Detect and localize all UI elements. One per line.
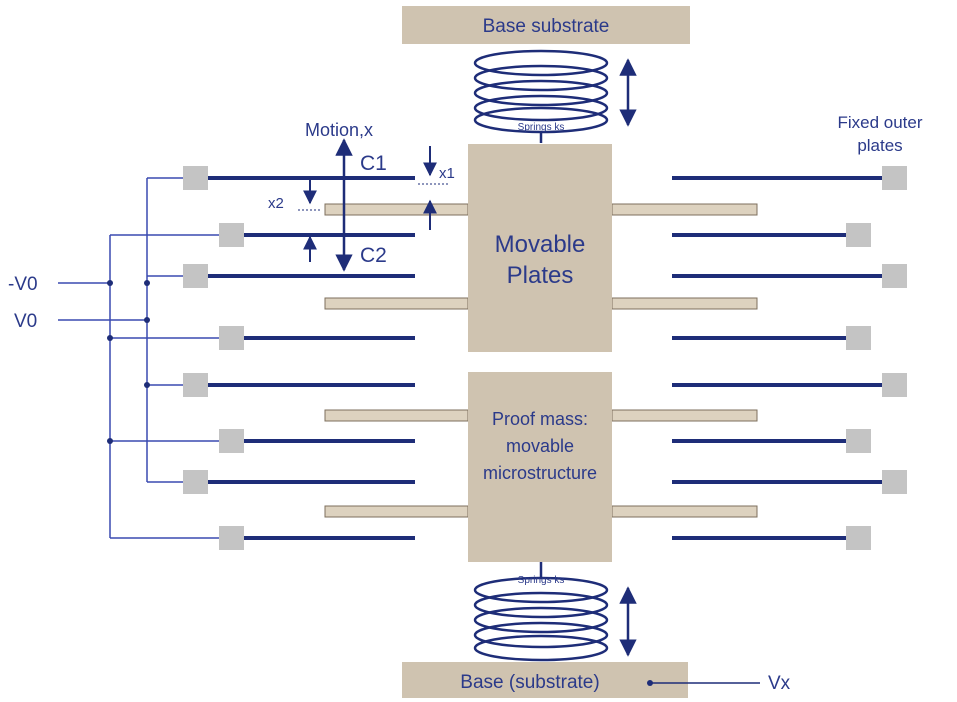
motion-label: Motion,x <box>305 120 373 140</box>
fixed-outer-plates-label-2: plates <box>857 136 902 155</box>
bottom-base-substrate: Base (substrate) <box>402 662 760 698</box>
springs-bottom-label: Springs ks <box>518 575 565 586</box>
vx-label: Vx <box>768 673 791 694</box>
proof-mass-label-1: Proof mass: <box>492 409 588 429</box>
movable-plates-label-2: Plates <box>507 262 574 289</box>
base-substrate-label: Base substrate <box>483 16 610 37</box>
right-plate-pads <box>846 166 907 550</box>
proof-mass-label-3: microstructure <box>483 463 597 483</box>
bottom-spring <box>473 562 609 662</box>
proof-mass-label-2: movable <box>506 436 574 456</box>
movable-plates-block <box>468 144 612 352</box>
left-movable-fingers <box>324 203 469 518</box>
left-plate-pads <box>183 166 244 550</box>
right-fixed-plates <box>672 176 882 540</box>
top-spring <box>473 49 609 143</box>
left-fixed-plates <box>208 176 415 540</box>
neg-v0-label: -V0 <box>8 274 38 295</box>
v0-label: V0 <box>14 311 37 332</box>
right-movable-fingers <box>611 203 758 518</box>
base-bottom-label: Base (substrate) <box>460 672 599 693</box>
fixed-outer-plates-label-1: Fixed outer <box>837 113 922 132</box>
wire-junctions <box>107 280 150 444</box>
x2-label: x2 <box>268 195 284 212</box>
top-base-substrate: Base substrate <box>402 6 690 44</box>
c2-label: C2 <box>360 244 387 267</box>
springs-top-label: Springs ks <box>518 122 565 133</box>
proof-mass-block <box>468 372 612 562</box>
x1-label: x1 <box>439 165 455 182</box>
c1-label: C1 <box>360 152 387 175</box>
movable-plates-label-1: Movable <box>495 231 586 258</box>
